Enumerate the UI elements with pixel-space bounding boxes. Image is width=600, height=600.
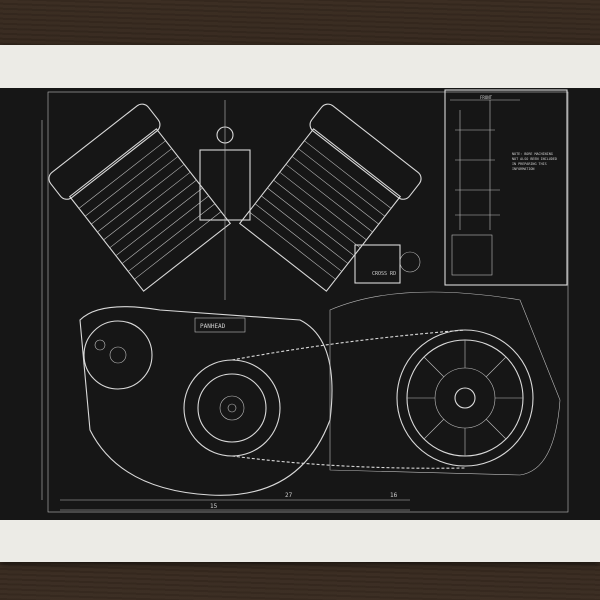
dimension-16: 16 — [390, 492, 398, 499]
carburetor-assembly — [199, 100, 251, 300]
crankcase-stamp: PANHEAD — [200, 323, 226, 330]
engine-sprocket — [183, 359, 281, 457]
right-cylinder — [238, 103, 422, 292]
generator: CROSS RD — [354, 244, 421, 284]
left-cylinder — [48, 103, 232, 292]
clutch-assembly — [396, 329, 534, 467]
notes-panel: FRONT NOTE: BORE MACHINING NOT ALSO BEEN… — [444, 89, 568, 286]
notes-text: NOTE: BORE MACHINING NOT ALSO BEEN INCLU… — [512, 152, 559, 171]
crankcase: PANHEAD — [79, 306, 333, 496]
blueprint-print — [0, 88, 600, 520]
dimension-15: 15 — [210, 503, 218, 510]
front-label: FRONT — [480, 95, 493, 100]
generator-plate: CROSS RD — [372, 271, 396, 277]
timing-cover — [83, 320, 153, 390]
dimension-27: 27 — [285, 492, 293, 499]
primary-chain — [231, 329, 466, 469]
drawing-border — [47, 91, 569, 513]
transmission-housing — [329, 291, 561, 476]
